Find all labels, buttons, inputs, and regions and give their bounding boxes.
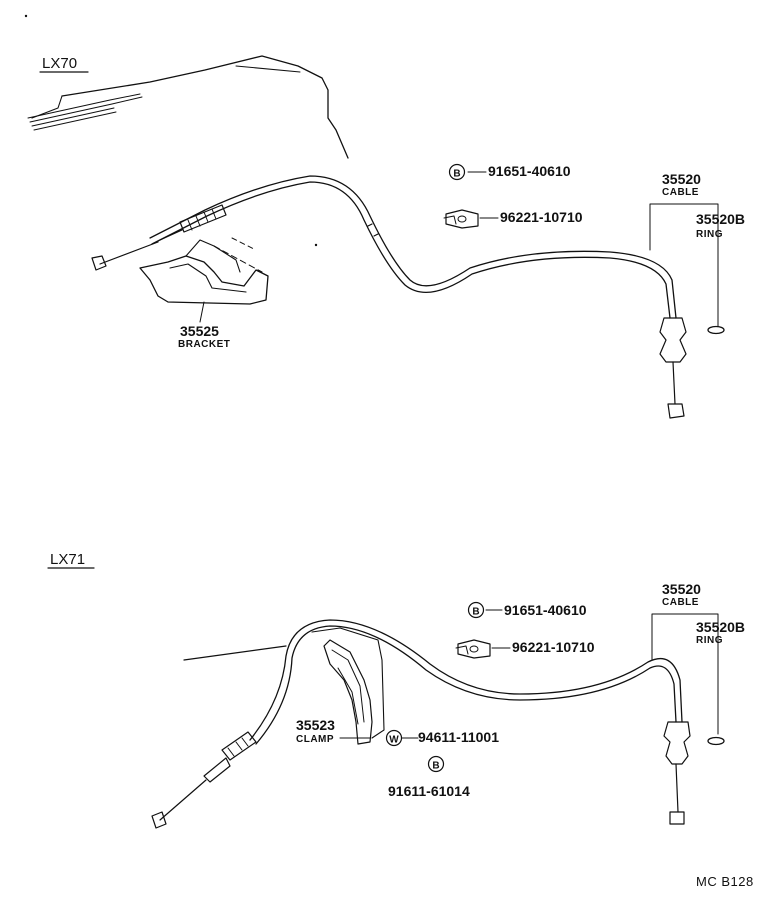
ring-35520b-illustration — [707, 736, 725, 746]
bolt-marker-icon — [467, 601, 485, 619]
part-number-35520b: 35520B — [696, 619, 745, 635]
body-panel-outline — [183, 627, 385, 739]
part-number-35525: 35525 — [180, 323, 219, 339]
marker-letter: B — [453, 169, 460, 180]
part-name-ring: RING — [696, 635, 723, 646]
part-number-94611-11001: 94611-11001 — [418, 729, 499, 745]
part-number-91611-61014: 91611-61014 — [388, 783, 470, 799]
clamp-35523-illustration — [323, 639, 373, 745]
plug-96221-illustration — [443, 209, 479, 229]
part-name-cable: CABLE — [662, 187, 699, 198]
part-name-cable: CABLE — [662, 597, 699, 608]
leader-lines-lx71 — [339, 609, 719, 739]
part-name-ring: RING — [696, 229, 723, 240]
leader-lines-lx70 — [199, 171, 719, 327]
ring-35520b-illustration — [707, 325, 725, 335]
part-number-91651-40610: 91651-40610 — [504, 602, 587, 618]
section-label-lx70: LX70 — [42, 55, 77, 72]
part-name-clamp: CLAMP — [296, 734, 334, 745]
section-label-lx71: LX71 — [50, 551, 85, 568]
part-number-96221-10710: 96221-10710 — [500, 209, 583, 225]
cable-35520-lx71 — [151, 619, 691, 829]
scan-speck — [24, 14, 28, 18]
section-lx71: LX71 — [47, 551, 745, 829]
part-name-bracket: BRACKET — [178, 339, 230, 350]
cable-35520-lx70 — [91, 175, 687, 419]
part-number-35520b: 35520B — [696, 211, 745, 227]
part-number-35520: 35520 — [662, 581, 701, 597]
marker-letter: B — [472, 607, 479, 618]
plug-96221-illustration — [455, 639, 491, 659]
part-number-35520: 35520 — [662, 171, 701, 187]
bracket-35525-illustration — [139, 237, 318, 305]
washer-marker-icon — [385, 729, 403, 747]
part-number-96221-10710: 96221-10710 — [512, 639, 595, 655]
bolt-marker-icon — [427, 755, 445, 773]
section-lx70: LX70 — [27, 55, 745, 419]
marker-letter: W — [389, 735, 399, 746]
vehicle-body-outline — [27, 55, 349, 159]
part-number-35523: 35523 — [296, 717, 335, 733]
part-number-91651-40610: 91651-40610 — [488, 163, 571, 179]
marker-letter: B — [432, 761, 439, 772]
diagram-reference-code: MC B128 — [696, 874, 754, 889]
bolt-marker-icon — [448, 163, 466, 181]
